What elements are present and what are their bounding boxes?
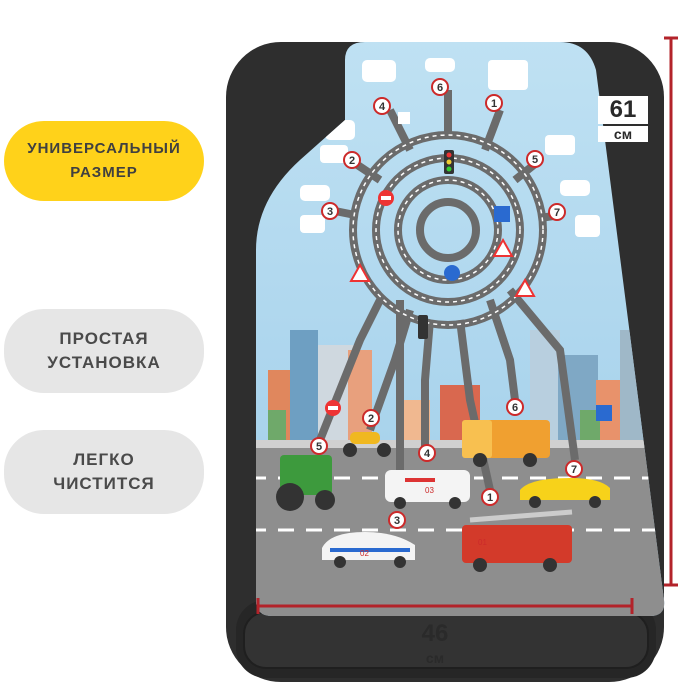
maze-number-label: 7 xyxy=(571,464,577,476)
maze-number-label: 7 xyxy=(554,207,560,219)
road-sign-icons xyxy=(325,112,612,421)
height-unit: см xyxy=(598,126,648,142)
maze-number-badge xyxy=(548,203,566,221)
maze-number-label: 4 xyxy=(424,448,431,460)
traffic-light-icon xyxy=(418,150,454,339)
maze-number-badge xyxy=(431,78,449,96)
width-value: 46 xyxy=(421,620,449,647)
maze-number-badge xyxy=(506,398,524,416)
width-unit: см xyxy=(425,650,445,666)
feature-label: УНИВЕРСАЛЬНЫЙ РАЗМЕР xyxy=(27,140,181,181)
maze-panel xyxy=(256,42,665,616)
feature-label: ЛЕГКО ЧИСТИТСЯ xyxy=(53,450,155,493)
maze-number-badge xyxy=(418,444,436,462)
feature-universal-size: УНИВЕРСАЛЬНЫЙ РАЗМЕР xyxy=(4,121,204,201)
maze-number-label: 5 xyxy=(316,441,322,453)
maze-number-label: 6 xyxy=(512,402,518,414)
feature-easy-clean: ЛЕГКО ЧИСТИТСЯ xyxy=(4,430,204,514)
feature-easy-install: ПРОСТАЯ УСТАНОВКА xyxy=(4,309,204,393)
maze-number-label: 2 xyxy=(349,155,355,167)
maze-number-badge xyxy=(388,511,406,529)
vehicle-number-label: 01 xyxy=(478,538,487,547)
vehicle-silhouettes xyxy=(300,58,600,237)
maze-number-badge xyxy=(343,151,361,169)
vehicles xyxy=(276,420,610,572)
vehicle-number-label: 03 xyxy=(425,486,434,495)
maze-number-badge xyxy=(481,488,499,506)
vehicle-number-label: 02 xyxy=(360,549,369,558)
maze-number-badge xyxy=(526,150,544,168)
maze-number-badge xyxy=(362,409,380,427)
maze-number-badge xyxy=(373,97,391,115)
maze-number-label: 6 xyxy=(437,82,443,94)
maze-number-label: 3 xyxy=(394,515,400,527)
height-measure-line xyxy=(664,36,678,587)
maze-number-badges: 1 2 3 4 5 6 7 1 2 3 4 5 6 7 xyxy=(310,78,583,529)
maze-number-badge xyxy=(321,202,339,220)
maze-number-label: 2 xyxy=(368,413,374,425)
maze-number-label: 1 xyxy=(487,492,493,504)
maze-number-label: 4 xyxy=(379,101,386,113)
maze-number-label: 5 xyxy=(532,154,538,166)
feature-label: ПРОСТАЯ УСТАНОВКА xyxy=(47,329,161,372)
maze-number-badge xyxy=(565,460,583,478)
maze-number-badge xyxy=(485,94,503,112)
maze-number-label: 1 xyxy=(491,98,497,110)
width-measure-line xyxy=(256,598,634,614)
maze-number-badge xyxy=(310,437,328,455)
height-value: 61 xyxy=(598,96,648,124)
maze-number-label: 3 xyxy=(327,206,333,218)
